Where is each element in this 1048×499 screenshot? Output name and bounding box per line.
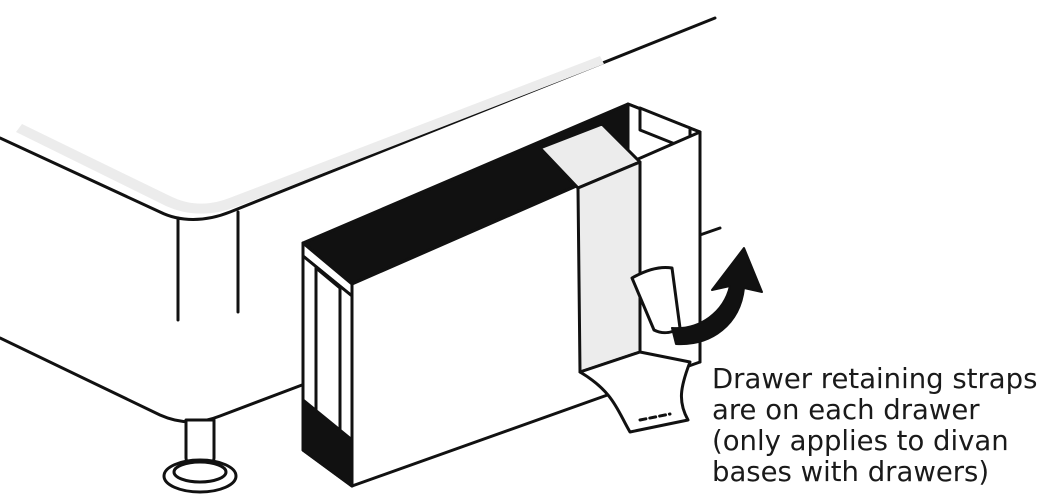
strap-tail-stitch [638,412,672,422]
base-foot [162,418,238,494]
strap-front [576,160,642,374]
caption-line-1: Drawer retaining straps [712,363,1038,395]
caption-line-3: (only applies to divan [712,425,1009,457]
caption-line-4: bases with drawers) [712,456,990,488]
base-bottom-edge [0,336,304,424]
curved-arrow-icon [671,247,763,346]
strap-caption: Drawer retaining straps are on each draw… [712,364,1048,488]
caption-line-2: are on each drawer [712,394,980,426]
base-top-back-edge [0,16,717,221]
strap-tail [578,350,692,434]
retaining-strap [538,122,692,434]
foot-disc-inner [172,460,228,484]
drawer-under-shadow [301,398,354,488]
